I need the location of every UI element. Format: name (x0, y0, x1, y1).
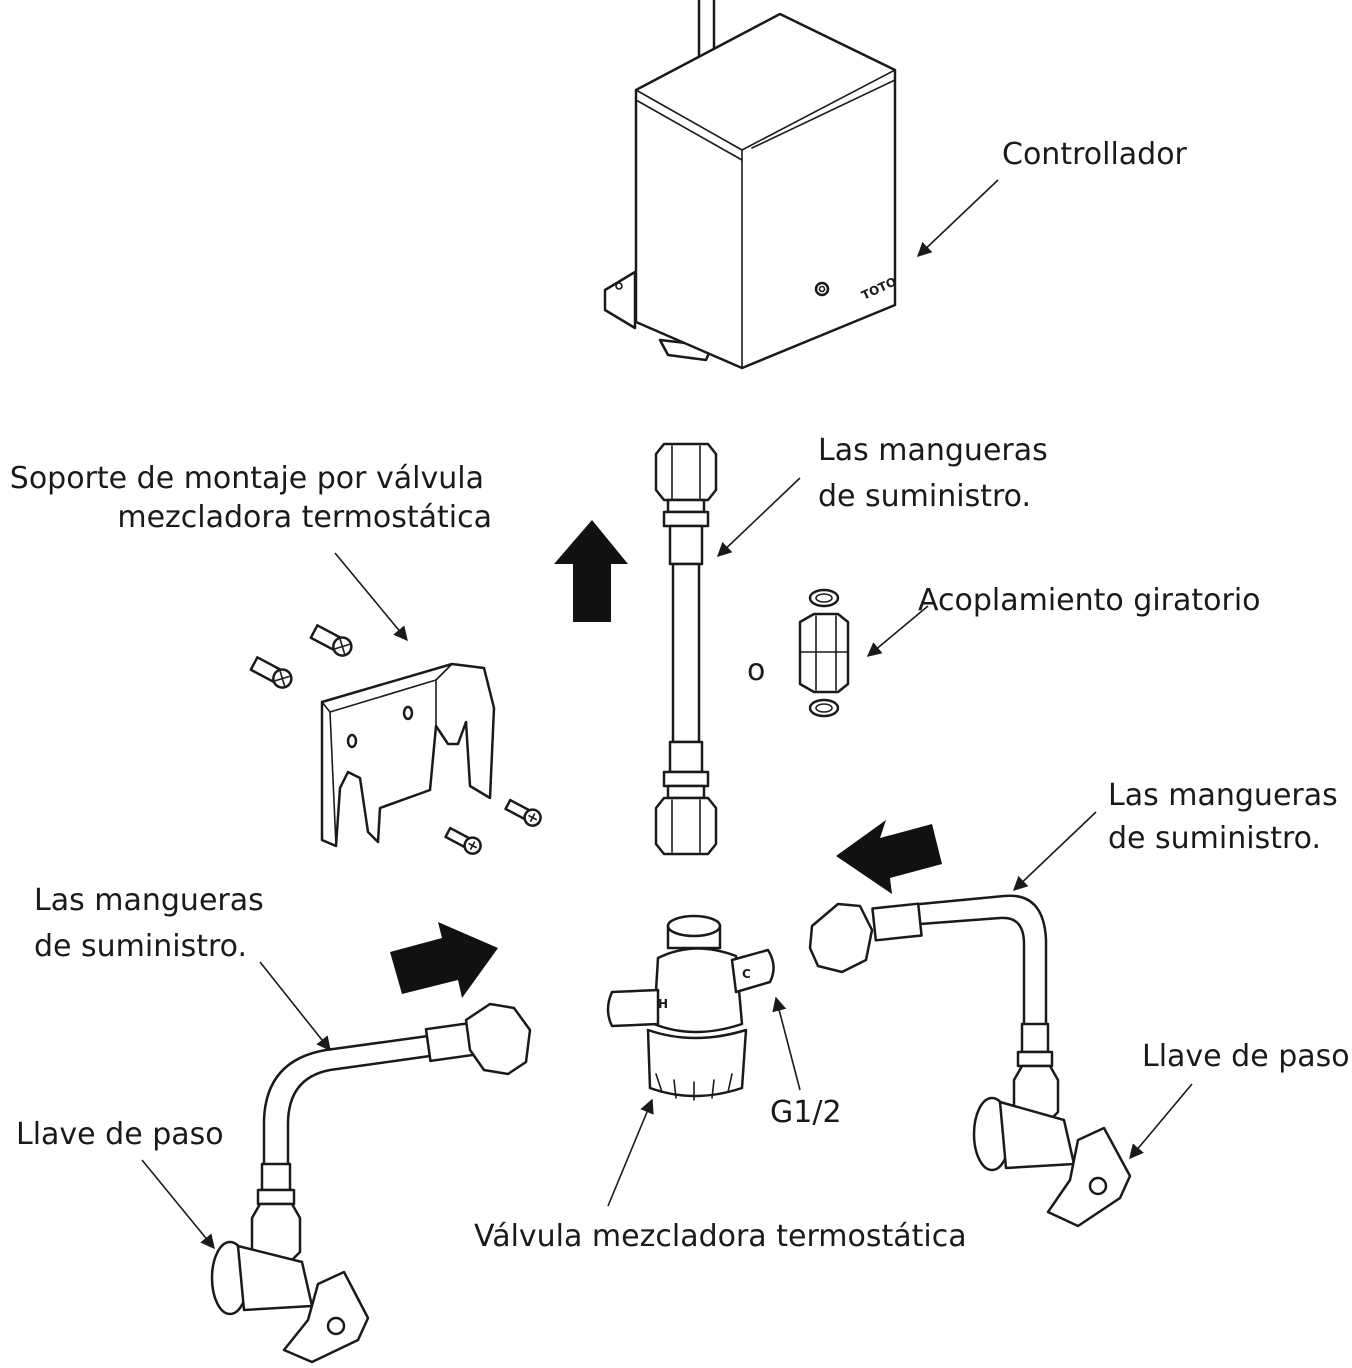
swivel-coupling-label: Acoplamiento giratorio (918, 583, 1261, 618)
thread-size-label: G1/2 (770, 1095, 842, 1130)
swivel-coupling-leader (866, 605, 929, 657)
controller-unit: TOTO (603, 0, 899, 370)
stop-valve-left-leader (141, 1159, 215, 1250)
mounting-screws (444, 798, 542, 855)
supply-hose-right (808, 894, 1054, 1068)
swivel-coupling (798, 588, 850, 718)
supply-hose-left-leader (259, 961, 331, 1052)
supply-hose-left-label-line2: de suministro. (34, 929, 247, 964)
supply-hose-left (256, 1002, 532, 1206)
mixing-valve-label: Válvula mezcladora termostática (474, 1219, 967, 1254)
stop-valve-left (210, 1202, 370, 1364)
mixing-valve-leader (607, 1098, 654, 1207)
thread-size-leader (772, 996, 801, 1091)
supply-hose-right-leader (1012, 811, 1097, 891)
upward-flow-arrow (554, 520, 628, 622)
supply-hose-left-label-line1: Las mangueras (34, 883, 264, 918)
cold-port-marking: C (742, 967, 751, 981)
stop-valve-right (972, 1064, 1132, 1228)
supply-hose-top-label-line1: Las mangueras (818, 433, 1048, 468)
stop-valve-left-label: Llave de paso (16, 1117, 224, 1152)
mounting-bracket-leader (334, 552, 408, 642)
stop-valve-right-label: Llave de paso (1142, 1039, 1350, 1074)
stop-valve-right-leader (1129, 1083, 1193, 1160)
supply-hose-top-label-line2: de suministro. (818, 479, 1031, 514)
supply-hose-right-label-line2: de suministro. (1108, 821, 1321, 856)
controller-label: Controllador (1002, 137, 1188, 172)
leftward-flow-arrow (836, 820, 942, 894)
supply-hose-top (654, 442, 718, 856)
wall-anchor-screws (249, 624, 353, 689)
hot-port-marking: H (658, 997, 668, 1011)
supply-hose-top-leader (716, 477, 801, 557)
controller-leader (916, 179, 999, 257)
or-marker: o (747, 653, 765, 688)
mounting-bracket-label-line2: mezcladora termostática (117, 500, 492, 535)
mounting-bracket (320, 662, 496, 848)
mounting-bracket-label-line1: Soporte de montaje por válvula (10, 461, 484, 496)
supply-hose-right-label-line1: Las mangueras (1108, 778, 1338, 813)
rightward-flow-arrow (390, 922, 498, 998)
thermostatic-mixing-valve: H C (606, 914, 775, 1101)
